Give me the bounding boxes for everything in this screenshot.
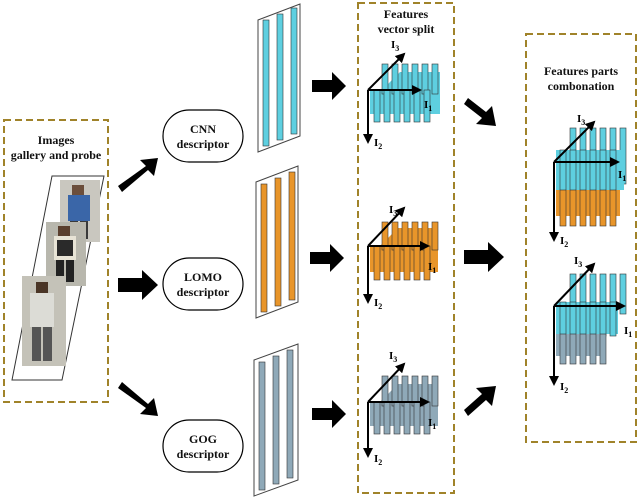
images-gallery-panel: Images gallery and probe (3, 119, 109, 403)
axis-label-i3: I3 (577, 113, 585, 127)
split-title-line1: Features (384, 7, 429, 21)
cnn-feature-vectors (257, 3, 301, 153)
arrows-images-to-descriptors (118, 158, 158, 416)
arrows-vectors-to-split (310, 72, 346, 428)
axis-label-i2: I2 (560, 235, 568, 249)
lomo-descriptor-node: LOMO descriptor (162, 257, 244, 311)
images-title-line1: Images (38, 133, 75, 147)
arrow-lomo-to-split (310, 244, 344, 272)
arrow-gog-to-split (312, 400, 346, 428)
cnn-descriptor-node: CNN descriptor (162, 109, 244, 163)
lomo-feature-vectors (255, 165, 299, 319)
axis-label-i1: I1 (428, 261, 436, 275)
lomo-label-line2: descriptor (177, 285, 230, 299)
gog-descriptor-node: GOG descriptor (162, 419, 244, 473)
arrow-gog-to-combo (464, 386, 496, 416)
combo-title-line1: Features parts (544, 64, 618, 78)
axis-label-i3: I3 (574, 255, 582, 269)
person-photo-2 (46, 222, 86, 286)
axis-label-i2: I2 (560, 381, 568, 395)
arrow-cnn-to-combo (464, 98, 496, 126)
images-title-line2: gallery and probe (11, 148, 102, 162)
features-vector-split-panel: Features vector split I1 I2 I3 (357, 2, 455, 494)
lomo-label-line1: LOMO (184, 270, 222, 284)
split-plot-cnn: I1 I2 I3 (363, 39, 440, 151)
arrow-cnn-to-split (312, 72, 346, 100)
arrow-to-lomo (118, 270, 158, 300)
cnn-label-line2: descriptor (177, 137, 230, 151)
arrow-to-cnn (118, 158, 158, 192)
axis-label-i3: I3 (391, 39, 399, 53)
combo-title-line2: combonation (548, 79, 615, 93)
axis-label-i1: I1 (424, 99, 432, 113)
arrow-to-gog (118, 382, 158, 416)
arrows-split-to-combination (464, 98, 504, 416)
axis-label-i1: I1 (624, 325, 632, 339)
split-title-line2: vector split (378, 22, 435, 36)
features-parts-combination-panel: Features parts combonation (525, 33, 637, 443)
combo-plot-cnn-gog: I1 I2 I3 (549, 255, 632, 395)
combo-plot-cnn-lomo: I1 I2 I3 (549, 113, 627, 249)
axis-label-i2: I2 (374, 137, 382, 151)
cnn-label-line1: CNN (190, 122, 216, 136)
axis-label-i1: I1 (428, 417, 436, 431)
axis-label-i2: I2 (374, 297, 382, 311)
gog-feature-vectors (253, 343, 299, 497)
axis-label-i3: I3 (389, 350, 397, 364)
split-plot-gog: I1 I2 I3 (363, 350, 439, 467)
gog-label-line1: GOG (189, 432, 217, 446)
arrow-lomo-to-combo (464, 242, 504, 272)
gog-label-line2: descriptor (177, 447, 230, 461)
axis-label-i2: I2 (374, 453, 382, 467)
person-photo-3 (22, 276, 66, 366)
axis-label-i1: I1 (618, 169, 626, 183)
split-plot-lomo: I1 I2 I3 (363, 204, 439, 311)
axis-label-i3: I3 (389, 204, 397, 218)
